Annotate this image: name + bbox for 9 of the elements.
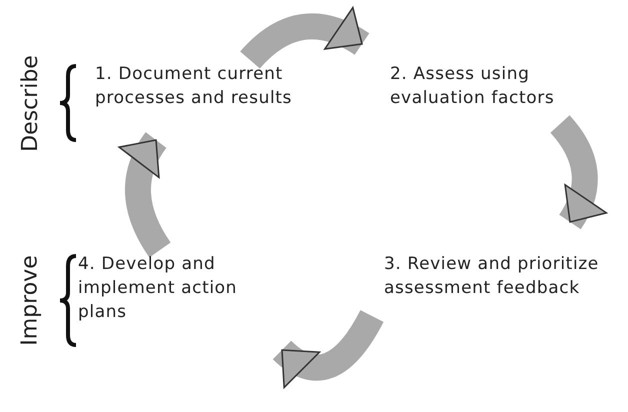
step-text: 1. Document current processes and results <box>95 62 340 110</box>
phase-label: Describe <box>17 54 42 152</box>
step-text: 2. Assess using evaluation factors <box>390 62 625 110</box>
curved-arrow <box>550 116 607 229</box>
step-text: 4. Develop and implement action plans <box>78 252 268 324</box>
curved-arrow <box>273 310 384 388</box>
phase-label: Improve <box>18 255 43 346</box>
curved-arrow <box>240 7 369 69</box>
step-text: 3. Review and prioritize assessment feedback <box>384 252 624 300</box>
